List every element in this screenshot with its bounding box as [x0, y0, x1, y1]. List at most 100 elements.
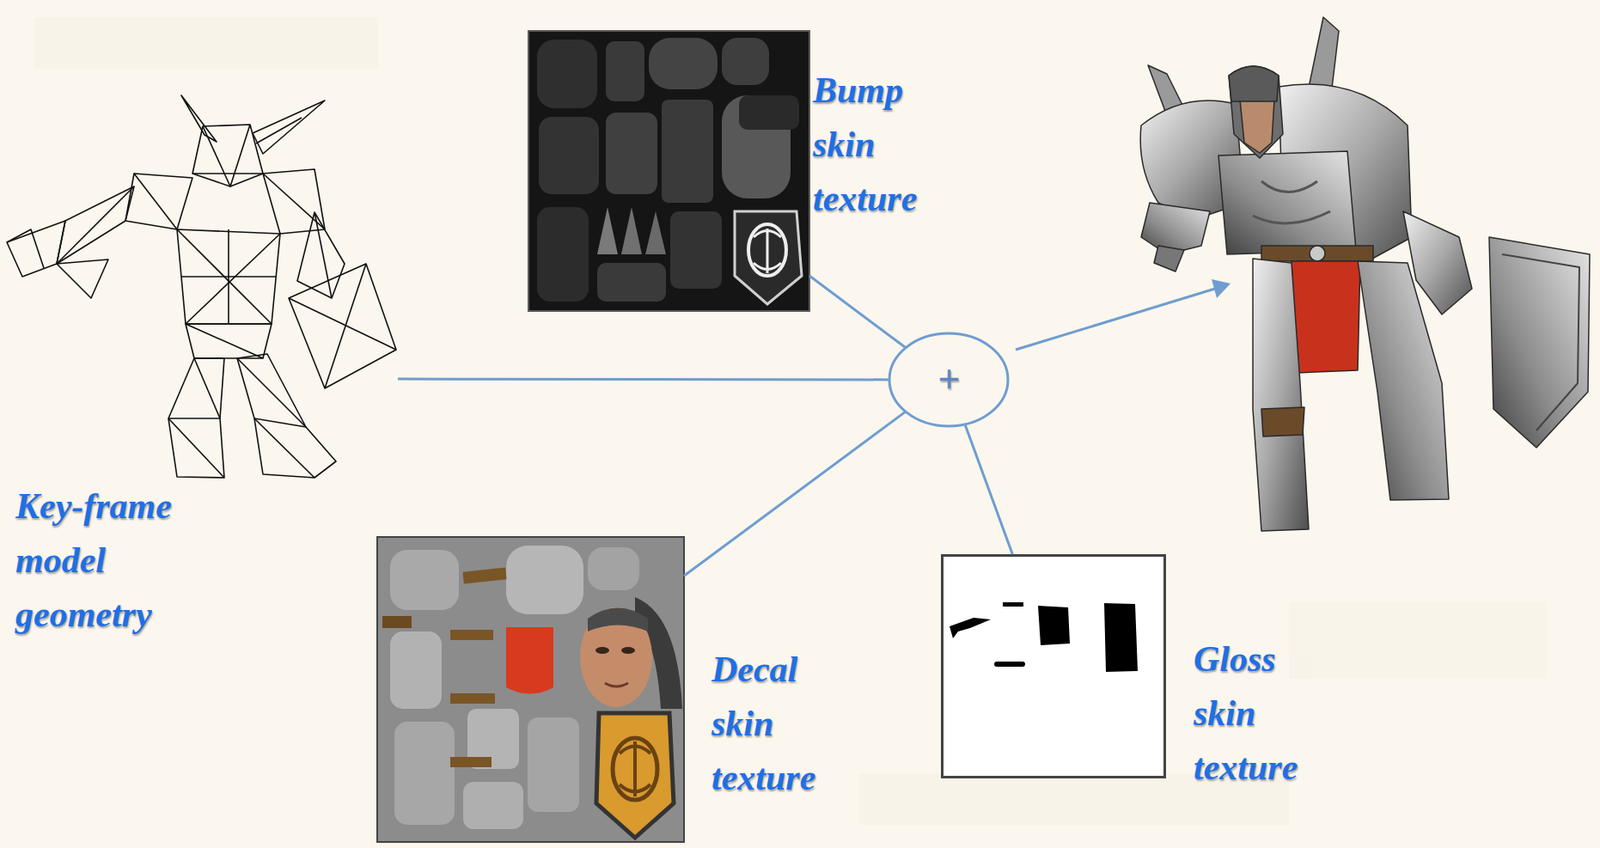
rendered-model-part — [1154, 245, 1185, 272]
decal-texture-image-part — [394, 721, 455, 825]
bump-texture-image-part — [748, 224, 787, 276]
decal-texture-image-part — [450, 629, 494, 641]
rendered-model-part — [1228, 66, 1279, 102]
bump-texture-image-part — [597, 262, 666, 302]
rendered-model-part — [1141, 202, 1210, 255]
bump-texture-image-part — [537, 207, 589, 302]
decal-texture-image-part — [450, 757, 492, 768]
wireframe-model — [6, 95, 397, 478]
rendered-model-part — [1252, 181, 1331, 224]
rendered-model-part — [1502, 254, 1580, 431]
texture-panel: Decal skin texture — [377, 537, 684, 843]
wireframe-model-part — [6, 229, 44, 269]
decal-texture-image-part — [621, 647, 636, 654]
texture-label: Decal skin texture — [711, 642, 862, 806]
bump-texture-image-part — [648, 37, 718, 90]
wireframe-model-part — [134, 173, 178, 230]
decal-texture-image-part — [390, 631, 442, 709]
decal-texture-image-part — [377, 537, 684, 843]
output-arrow-part — [1211, 279, 1231, 299]
rendered-model-part — [1218, 151, 1356, 255]
gloss-texture-image — [942, 555, 1166, 778]
bump-texture-image-part — [661, 99, 714, 203]
wireframe-model-part — [125, 173, 193, 230]
gloss-texture-image-part — [942, 555, 1166, 778]
decal-texture-image-part — [580, 607, 653, 708]
decal-texture-image-part — [527, 717, 580, 813]
background-texture-part — [34, 17, 379, 69]
bump-texture-image-part — [738, 95, 800, 130]
wireframe-model-part — [185, 233, 281, 324]
wireframe-model-part — [177, 229, 281, 324]
decal-texture-image-part — [462, 567, 507, 584]
background-texture-part — [1288, 601, 1547, 679]
bump-texture-image — [528, 30, 810, 312]
rendered-model-part — [1261, 245, 1374, 262]
wireframe-model-part — [168, 417, 220, 420]
bump-texture-image-part — [537, 39, 598, 109]
wireframe-model-part — [56, 259, 109, 299]
decal-texture-image-part — [596, 713, 674, 838]
wireframe-model-part — [194, 358, 220, 419]
rendered-model-part — [1239, 99, 1275, 153]
rendered-model-part — [1489, 237, 1590, 448]
decal-texture-image-part — [463, 781, 524, 830]
decal-texture-image-part — [390, 549, 459, 611]
wireframe-model-part — [6, 220, 66, 277]
rendered-model-part — [1403, 211, 1472, 315]
bump-texture-image-part — [538, 116, 599, 195]
texture-label: Gloss skin texture — [1193, 632, 1344, 795]
background-texture — [34, 17, 1547, 825]
texture-panel: Bump skin texture — [528, 30, 810, 312]
bump-texture-image-part — [597, 207, 618, 255]
ellipse-outline — [889, 333, 1008, 427]
wireframe-model-part — [237, 354, 336, 478]
decal-texture-image — [377, 537, 684, 843]
wireframe-model-part — [56, 186, 135, 264]
decal-texture-image-part — [382, 616, 412, 629]
decal-texture-image-part — [595, 647, 610, 654]
bump-texture-image-part — [645, 211, 666, 255]
connector-line — [964, 424, 1013, 555]
rendered-model-part — [1291, 261, 1361, 373]
connector-line — [683, 411, 906, 576]
bump-texture-image-part — [753, 228, 782, 274]
gloss-texture-image-part — [1038, 605, 1070, 646]
decal-texture-image-part — [506, 545, 584, 615]
wireframe-model-part — [185, 323, 272, 359]
wireframe-model-part — [185, 323, 263, 359]
wireframe-model-part — [252, 100, 325, 154]
connector-line — [397, 378, 890, 382]
decal-texture-image-part — [506, 627, 554, 695]
wireframe-model-part — [181, 275, 276, 278]
plus-sign: + — [937, 358, 960, 402]
decal-texture-image-part — [587, 547, 640, 591]
rendered-model-part — [1309, 245, 1326, 262]
wireframe-model-part — [56, 186, 135, 264]
wireframe-model-part — [288, 298, 397, 350]
rendered-model — [1140, 17, 1590, 532]
wireframe-model-part — [168, 418, 225, 478]
wireframe-model-part — [324, 263, 367, 389]
wireframe-model-part — [297, 212, 345, 299]
wireframe-model-part — [254, 418, 315, 478]
wireframe-model-part — [262, 169, 325, 234]
wireframe-model-part — [237, 358, 306, 428]
decal-texture-image-part — [587, 608, 648, 633]
bump-texture-image-part — [721, 37, 770, 86]
rendered-model-part — [1228, 66, 1283, 159]
connector-line — [809, 275, 906, 349]
wireframe-model-part — [181, 95, 217, 142]
output-arrow-part — [1015, 288, 1216, 350]
wireframe-model-part — [256, 117, 302, 144]
texture-label: Key-frame model geometry — [15, 479, 231, 642]
texture-panel: Gloss skin texture — [940, 554, 1167, 779]
gloss-texture-image-part — [949, 617, 991, 639]
bump-texture-image-part — [621, 207, 642, 255]
bump-texture-image-part — [528, 30, 810, 312]
decal-texture-image-part — [612, 738, 658, 800]
